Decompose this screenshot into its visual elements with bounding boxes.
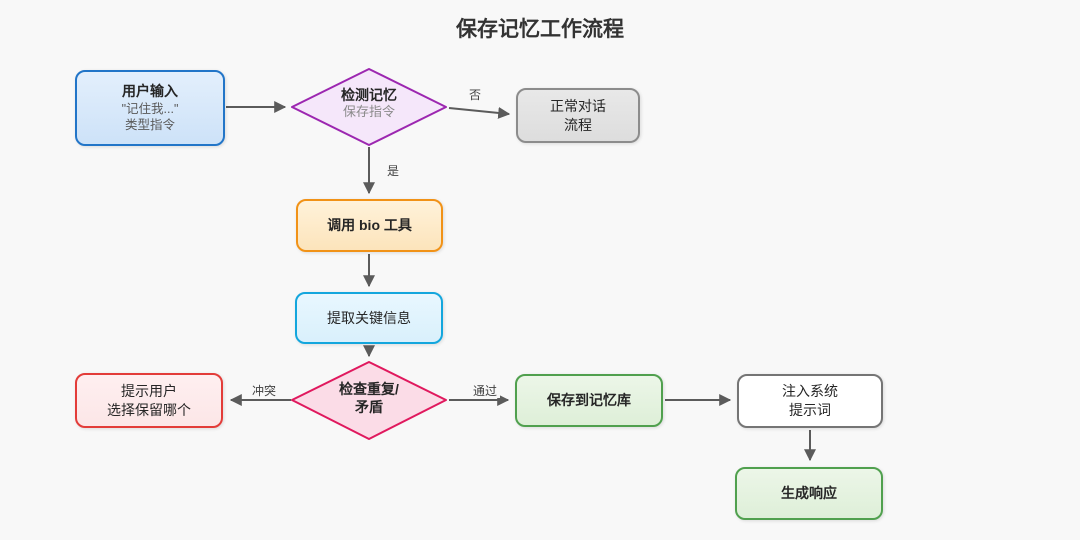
node-extract-info-label: 提取关键信息 — [327, 309, 411, 326]
edge-label-yes: 是 — [384, 164, 403, 179]
node-call-bio-tool-label: 调用 bio 工具 — [327, 217, 412, 234]
diamond-check-conflict-line2: 矛盾 — [355, 399, 383, 416]
node-user-input-line3: 类型指令 — [124, 118, 175, 133]
node-normal-flow-line1: 正常对话 — [550, 97, 606, 114]
node-inject-system-prompt-line1: 注入系统 — [782, 383, 838, 400]
diamond-check-conflict — [291, 361, 447, 440]
diamond-detect-memory — [291, 68, 447, 146]
diagram-title: 保存记忆工作流程 — [456, 18, 624, 41]
node-save-memory: 保存到记忆库 — [515, 374, 663, 427]
diamond-detect-memory-subtitle: 保存指令 — [342, 104, 395, 120]
edge-label-pass: 通过 — [470, 384, 501, 399]
node-inject-system-prompt-line2: 提示词 — [789, 402, 831, 418]
node-generate-response-label: 生成响应 — [781, 485, 837, 502]
edge-label-no: 否 — [466, 88, 485, 103]
node-normal-flow-line2: 流程 — [564, 116, 592, 133]
node-generate-response: 生成响应 — [735, 467, 883, 520]
diamond-check-conflict-line1: 检查重复/ — [339, 381, 399, 397]
edge-label-conflict: 冲突 — [249, 384, 280, 399]
node-normal-flow: 正常对话 流程 — [516, 88, 640, 143]
diamond-detect-memory-title: 检测记忆 — [341, 87, 397, 103]
node-prompt-user: 提示用户 选择保留哪个 — [75, 373, 223, 428]
node-save-memory-label: 保存到记忆库 — [547, 392, 631, 409]
node-prompt-user-line1: 提示用户 — [121, 382, 177, 399]
node-prompt-user-line2: 选择保留哪个 — [107, 401, 191, 418]
node-user-input-line2: "记住我..." — [121, 101, 179, 116]
node-user-input-title: 用户输入 — [122, 82, 178, 99]
node-user-input: 用户输入 "记住我..." 类型指令 — [75, 70, 225, 146]
edge-detect-to-normal — [448, 106, 511, 119]
node-call-bio-tool: 调用 bio 工具 — [296, 199, 443, 252]
node-inject-system-prompt: 注入系统 提示词 — [737, 374, 883, 428]
diamond-detect-memory-text: 检测记忆 保存指令 — [294, 86, 444, 121]
diamond-check-conflict-text: 检查重复/ 矛盾 — [294, 380, 444, 416]
node-extract-info: 提取关键信息 — [295, 292, 443, 344]
